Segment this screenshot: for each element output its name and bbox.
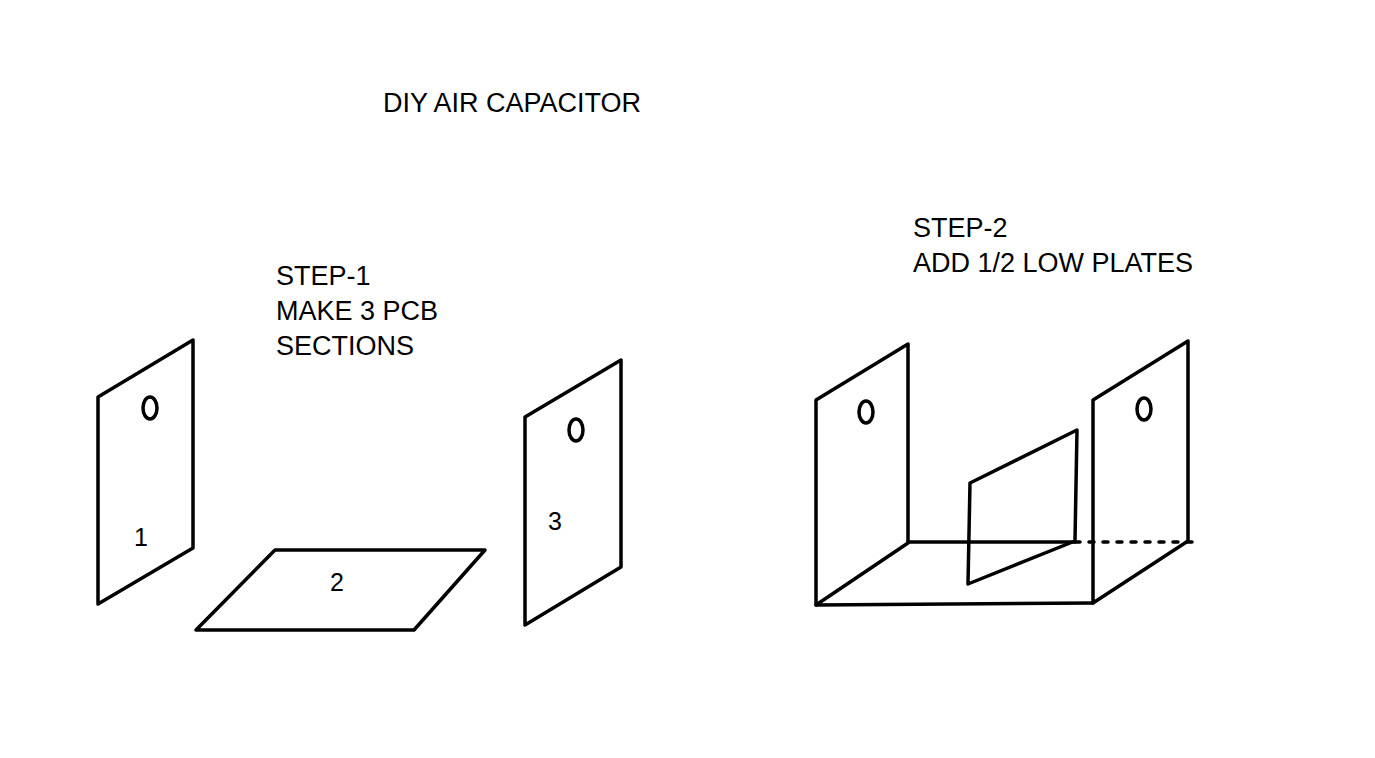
mount-hole: [1137, 398, 1151, 420]
mount-hole: [569, 419, 583, 441]
section-number: 2: [330, 568, 344, 596]
step-heading: STEP-1: [276, 259, 371, 294]
pcb-outline: [98, 340, 193, 604]
section-number: 1: [134, 523, 148, 551]
pcb-section: 3: [525, 360, 621, 625]
pcb-section: 1: [98, 340, 193, 604]
diagram-title: DIY AIR CAPACITOR: [383, 86, 641, 121]
pcb-side-panel: [1093, 341, 1188, 603]
pcb-side-panel: [816, 344, 908, 605]
step-heading: STEP-2: [913, 211, 1008, 246]
pcb-section: 2: [196, 550, 485, 630]
pcb-base-edge: [816, 603, 1093, 605]
pcb-panel: [196, 550, 485, 630]
mount-hole: [143, 397, 157, 419]
pcb-outline: [525, 360, 621, 625]
step-instruction: MAKE 3 PCB SECTIONS: [276, 294, 466, 363]
step-instruction: ADD 1/2 LOW PLATES: [913, 246, 1193, 281]
pcb-base-edge: [908, 540, 1075, 544]
pcb-panel: [98, 340, 193, 604]
mount-hole: [859, 401, 873, 423]
hidden-edge: [1075, 540, 1195, 544]
section-number: 3: [548, 507, 562, 535]
pcb-panel: [525, 360, 621, 625]
low-plate: [968, 430, 1077, 584]
